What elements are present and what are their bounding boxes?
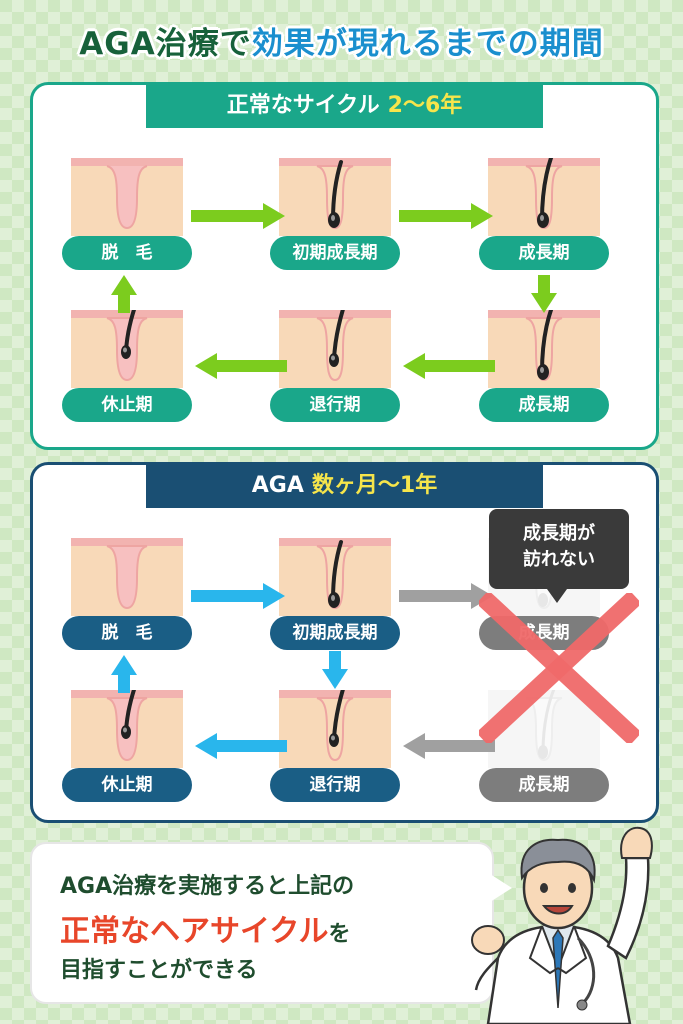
stage-growth-2: 成長期 [479,310,609,422]
follicle-empty-illustration [71,158,183,236]
stage-label: 初期成長期 [270,236,400,270]
arrow-up-icon [111,275,137,313]
arrow-right-icon [399,203,493,229]
stage-shedding: 脱 毛 [62,538,192,650]
arrow-left-icon [195,353,287,379]
follicle-resting-illustration [71,690,183,768]
stage-resting: 休止期 [62,310,192,422]
stage-label: 脱 毛 [62,236,192,270]
arrow-left-icon [403,353,495,379]
follicle-long-hair-illustration [488,158,600,236]
arrow-down-icon [531,275,557,313]
cross-mark-icon [479,593,639,743]
follicle-regression-illustration [279,690,391,768]
page-title: AGA治療で効果が現れるまでの期間 [79,26,604,62]
arrow-right-icon [191,583,285,609]
follicle-short-hair-illustration [279,158,391,236]
stage-growth-1: 成長期 [479,158,609,270]
stage-label: 脱 毛 [62,616,192,650]
stage-label: 休止期 [62,388,192,422]
follicle-regression-illustration [279,310,391,388]
arrow-up-icon [111,655,137,693]
follicle-empty-illustration [71,538,183,616]
arrow-right-gray-icon [399,583,493,609]
arrow-right-icon [191,203,285,229]
stage-label: 成長期 [479,768,609,802]
stage-label: 成長期 [479,236,609,270]
no-growth-callout: 成長期が 訪れない [489,509,629,603]
stage-growth-2-missing: 成長期 [479,690,609,802]
arrow-down-icon [322,651,348,689]
stage-label: 休止期 [62,768,192,802]
arrow-left-gray-icon [403,733,495,759]
stage-label: 退行期 [270,388,400,422]
stage-label: 初期成長期 [270,616,400,650]
stage-early-growth: 初期成長期 [270,538,400,650]
stage-regression: 退行期 [270,310,400,422]
stage-regression: 退行期 [270,690,400,802]
stage-label: 成長期 [479,388,609,422]
doctor-illustration [471,826,653,1024]
follicle-long-hair-illustration [488,310,600,388]
stage-early-growth: 初期成長期 [270,158,400,270]
follicle-short-hair-illustration [279,538,391,616]
follicle-faded-illustration [488,690,600,768]
message-speech-bubble: AGA治療を実施すると上記の 正常なヘアサイクルを 目指すことができる [30,842,512,1004]
stage-label: 退行期 [270,768,400,802]
follicle-resting-illustration [71,310,183,388]
stage-shedding: 脱 毛 [62,158,192,270]
arrow-left-icon [195,733,287,759]
stage-resting: 休止期 [62,690,192,802]
